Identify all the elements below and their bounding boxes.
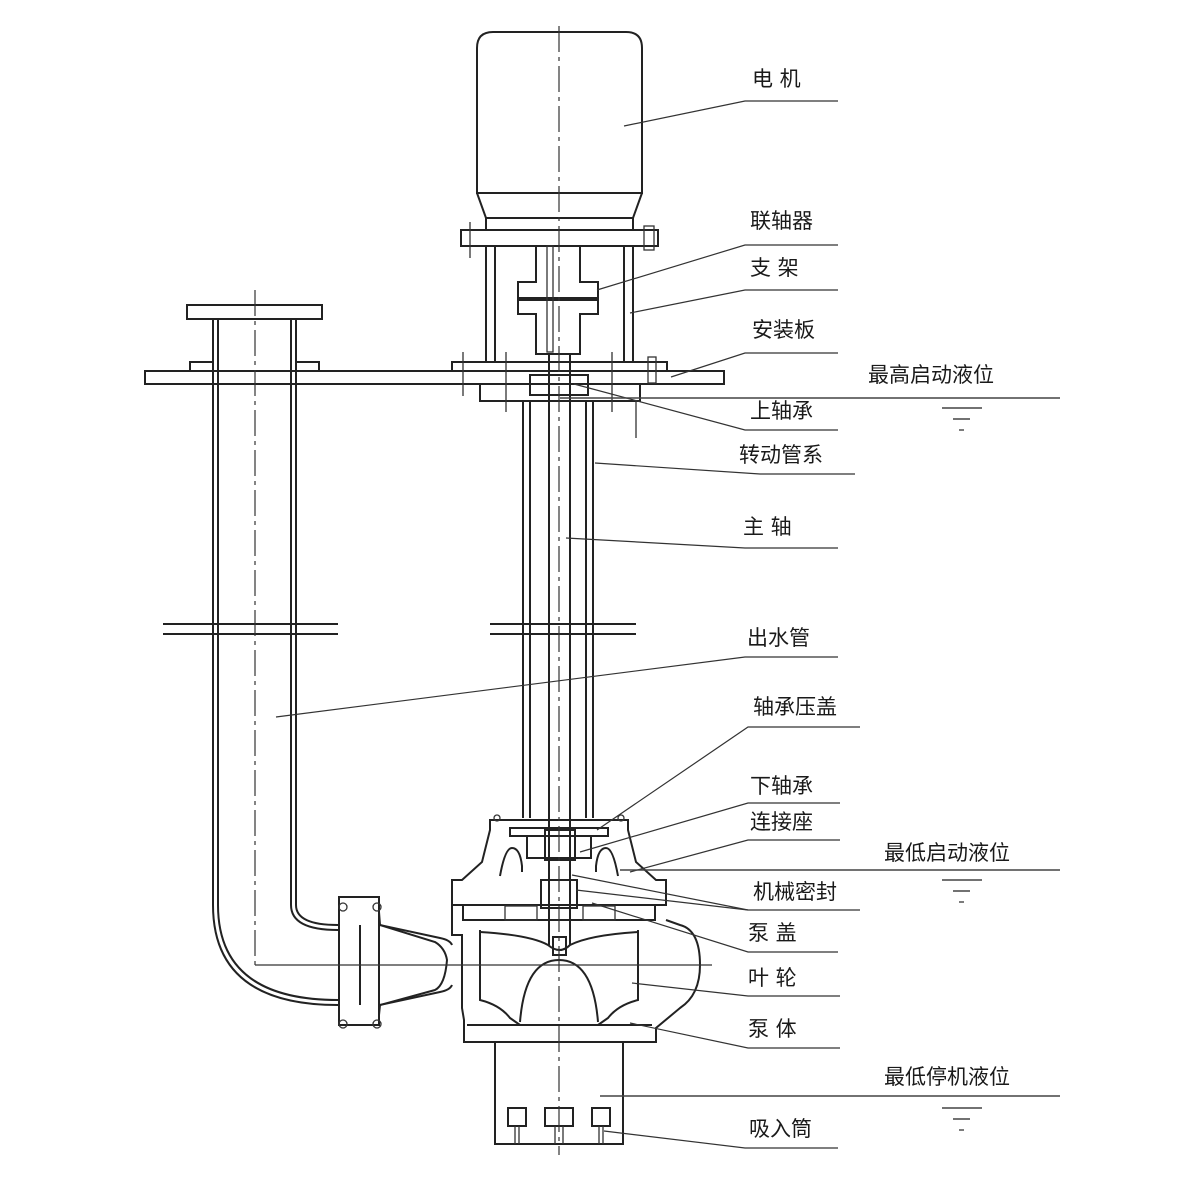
label-mounting-plate: 安装板 [752,318,815,342]
rotating-pipe-system [522,401,594,818]
coupling [517,245,599,355]
mounting-plate [144,352,725,438]
label-motor: 电 机 [752,67,801,91]
label-max-start-level: 最高启动液位 [868,363,994,387]
leader-lines [275,100,860,1149]
pump-body [451,905,702,1043]
min-start-level-line [620,869,1060,903]
level-labels: 最高启动液位 最低启动液位 最低停机液位 [868,363,1010,1089]
outlet-pipe [186,304,339,1006]
label-impeller: 叶 轮 [748,966,797,990]
label-suction-cylinder: 吸入筒 [749,1117,812,1141]
label-min-start-level: 最低启动液位 [884,841,1010,865]
label-bracket: 支 架 [750,256,799,280]
label-connecting-seat: 连接座 [750,810,813,834]
center-lines [254,26,712,1155]
label-min-stop-level: 最低停机液位 [884,1065,1010,1089]
label-bearing-gland: 轴承压盖 [753,695,837,719]
max-start-level-line [560,397,1060,431]
label-main-shaft: 主 轴 [743,515,792,539]
label-mechanical-seal: 机械密封 [753,880,837,904]
min-stop-level-line [600,1095,1060,1131]
label-rotating-pipe-system: 转动管系 [739,443,823,467]
bracket [485,246,634,362]
label-lower-bearing: 下轴承 [750,774,813,798]
label-coupling: 联轴器 [750,209,813,233]
main-shaft [548,354,571,945]
part-labels: 电 机 联轴器 支 架 安装板 上轴承 转动管系 主 轴 出水管 轴承压盖 下轴… [739,67,837,1141]
pipe-mid-flange [163,623,636,635]
label-pump-body: 泵 体 [748,1017,797,1041]
label-outlet-pipe: 出水管 [747,626,810,650]
label-upper-bearing: 上轴承 [750,399,813,423]
outlet-nozzle [338,896,453,1029]
label-pump-cover: 泵 盖 [748,921,797,945]
